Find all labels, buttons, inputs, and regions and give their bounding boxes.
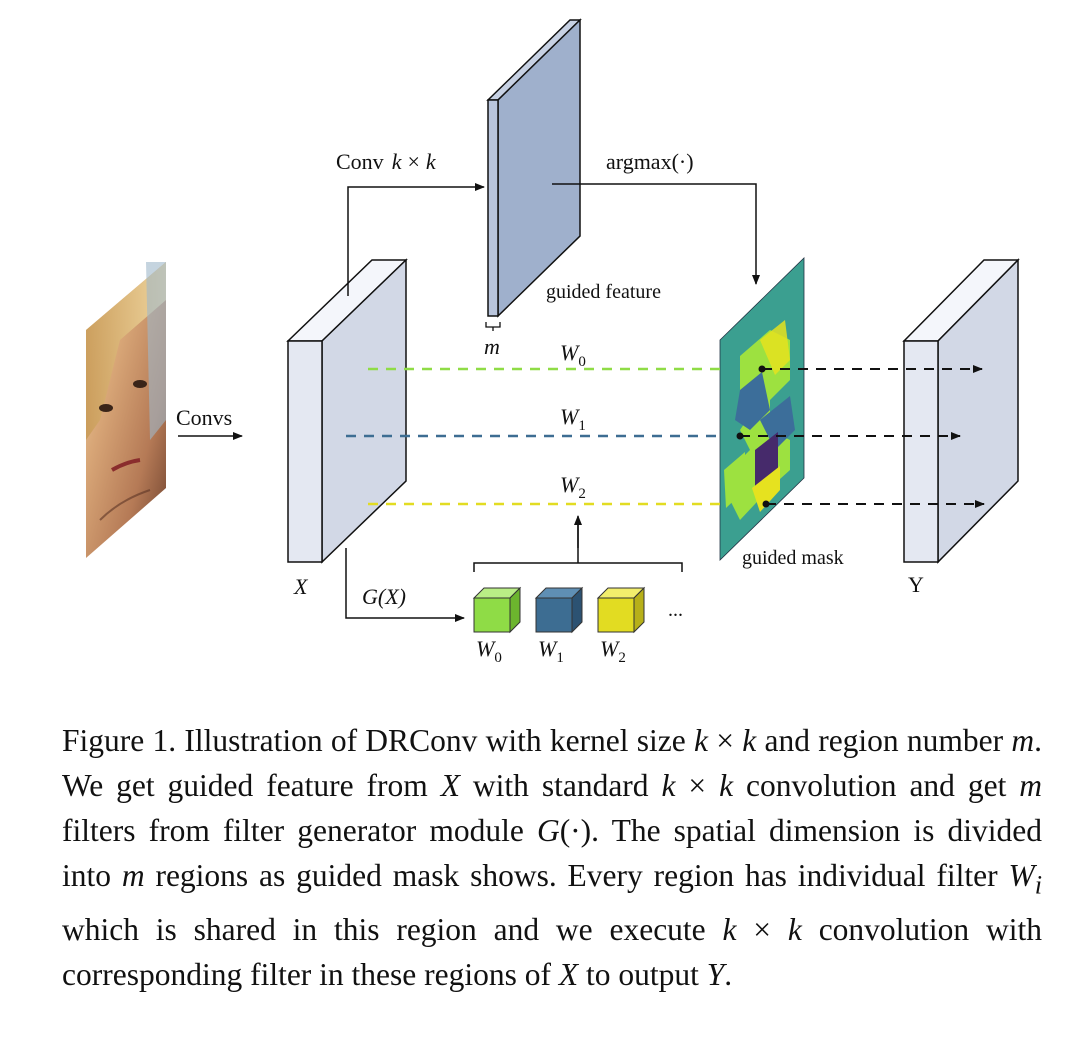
guided-feature-map bbox=[486, 18, 582, 318]
conv-kxk-arrow bbox=[347, 183, 485, 296]
eye-shape bbox=[99, 404, 113, 412]
gx-arrow bbox=[345, 548, 465, 622]
w0-cube-label: W0 bbox=[476, 636, 502, 666]
convs-label: Convs bbox=[176, 405, 232, 430]
w2-line-label: W2 bbox=[560, 472, 586, 502]
gx-label: G(X) bbox=[362, 584, 406, 609]
filter-cube-w2 bbox=[596, 586, 646, 634]
w1-line-label: W1 bbox=[560, 404, 586, 434]
w2-cube-label: W2 bbox=[600, 636, 626, 666]
argmax-arrow bbox=[552, 183, 760, 285]
m-brace bbox=[485, 322, 501, 331]
guided-mask-label: guided mask bbox=[742, 547, 844, 569]
filters-ellipsis: ... bbox=[668, 599, 683, 621]
x-label: X bbox=[293, 574, 309, 599]
w0-line-label: W0 bbox=[560, 340, 586, 370]
filter-cube-w1 bbox=[534, 586, 584, 634]
figure-caption: Figure 1. Illustration of DRConv with ke… bbox=[62, 723, 1043, 993]
input-face-image bbox=[86, 262, 166, 558]
argmax-label: argmax(·) bbox=[606, 149, 694, 174]
filter-cube-w0 bbox=[472, 586, 522, 634]
w1-cube-label: W1 bbox=[538, 636, 564, 666]
output-map-y bbox=[902, 258, 1020, 564]
y-label: Y bbox=[908, 572, 924, 597]
guided-mask bbox=[719, 257, 805, 561]
mask-to-y-arrows bbox=[736, 365, 985, 508]
guided-feature-label: guided feature bbox=[546, 281, 661, 303]
feature-map-x bbox=[286, 258, 408, 564]
m-label: m bbox=[484, 334, 500, 359]
